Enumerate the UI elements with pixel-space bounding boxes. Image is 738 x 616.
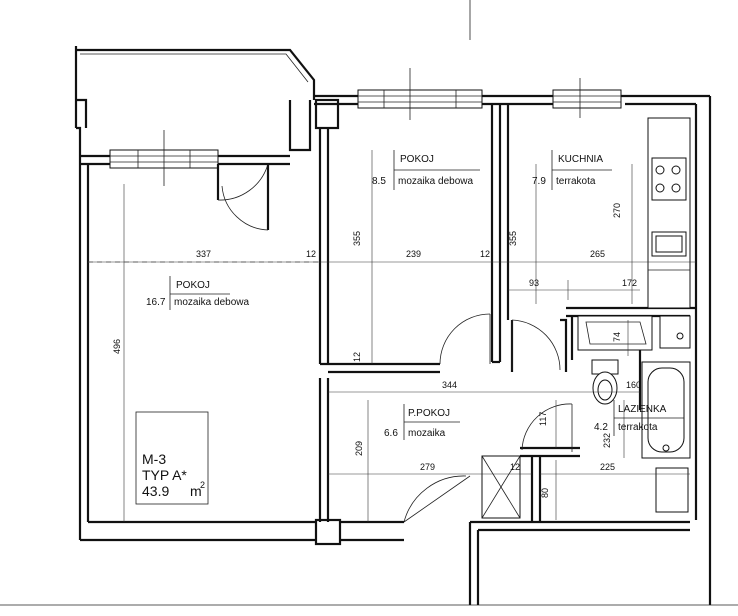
room-name: KUCHNIA <box>558 154 603 165</box>
dimension-160: 160 <box>626 380 641 390</box>
room-floor: mozaika <box>408 428 446 439</box>
door-kitchen <box>511 319 561 371</box>
unit-box <box>135 411 209 505</box>
window-small-room <box>357 68 483 120</box>
interior-walls <box>318 104 696 522</box>
room-name: POKOJ <box>400 154 434 165</box>
unit-area: 43.9 <box>142 483 169 499</box>
dimension-355: 355 <box>508 231 518 246</box>
dimension-270: 270 <box>612 203 622 218</box>
room-floor: terrakota <box>618 422 658 433</box>
balcony-outline <box>74 0 471 156</box>
unit-area-exponent: 2 <box>200 480 205 490</box>
door-bathroom <box>521 403 573 452</box>
room-area: 7.9 <box>532 176 546 187</box>
balcony-door <box>216 163 270 231</box>
dimension-209: 209 <box>354 441 364 456</box>
dimension-117: 117 <box>538 412 548 426</box>
dimension-93: 93 <box>529 278 539 288</box>
room-name: P.POKOJ <box>408 408 450 419</box>
dimension-lines <box>88 150 696 522</box>
door-small-room <box>439 313 491 365</box>
unit-label: M-3 TYP A* 43.9 m 2 <box>142 451 205 499</box>
room-floor: terrakota <box>556 176 596 187</box>
installation-shaft <box>481 455 521 519</box>
unit-type: TYP A* <box>142 467 187 483</box>
room-label-pokoj-small: POKOJ 8.5 mozaika debowa <box>372 150 480 190</box>
room-name: POKOJ <box>176 280 210 291</box>
stove-icon <box>651 157 687 201</box>
dimension-12: 12 <box>306 249 316 259</box>
unit-area-unit: m <box>190 483 202 499</box>
room-floor: mozaika debowa <box>174 297 249 308</box>
window-large-room <box>109 130 219 186</box>
dimension-texts: 337 12 239 12 265 93 172 344 160 279 12 … <box>112 203 641 498</box>
room-name: LAZIENKA <box>618 404 667 415</box>
room-label-kuchnia: KUCHNIA 7.9 terrakota <box>532 150 612 190</box>
dimension-12: 12 <box>352 352 362 362</box>
dimension-12: 12 <box>510 462 520 472</box>
dimension-80: 80 <box>540 488 550 498</box>
dimension-344: 344 <box>442 380 457 390</box>
room-label-p-pokoj: P.POKOJ 6.6 mozaika <box>384 404 460 440</box>
dimension-279: 279 <box>420 462 435 472</box>
room-area: 4.2 <box>594 422 608 433</box>
dimension-239: 239 <box>406 249 421 259</box>
window-kitchen <box>552 78 622 118</box>
unit-code: M-3 <box>142 451 166 467</box>
room-label-lazienka: LAZIENKA 4.2 terrakota <box>594 400 684 436</box>
room-area: 8.5 <box>372 176 386 187</box>
dimension-355: 355 <box>352 231 362 246</box>
dimension-232: 232 <box>602 433 612 448</box>
dimension-172: 172 <box>622 278 637 288</box>
dimension-496: 496 <box>112 339 122 354</box>
dimension-225: 225 <box>600 462 615 472</box>
dimension-74: 74 <box>612 332 622 342</box>
room-floor: mozaika debowa <box>398 176 473 187</box>
room-label-pokoj-large: POKOJ 16.7 mozaika debowa <box>146 276 249 310</box>
dimension-265: 265 <box>590 249 605 259</box>
bathroom-fixtures <box>577 315 691 513</box>
dimension-12: 12 <box>480 249 490 259</box>
dimension-337: 337 <box>196 249 211 259</box>
kitchen-counter <box>647 117 691 309</box>
column <box>314 518 342 546</box>
room-area: 16.7 <box>146 297 166 308</box>
outer-walls <box>0 94 738 606</box>
washing-machine-icon <box>655 467 689 513</box>
entrance-door <box>403 475 471 523</box>
room-area: 6.6 <box>384 428 398 439</box>
